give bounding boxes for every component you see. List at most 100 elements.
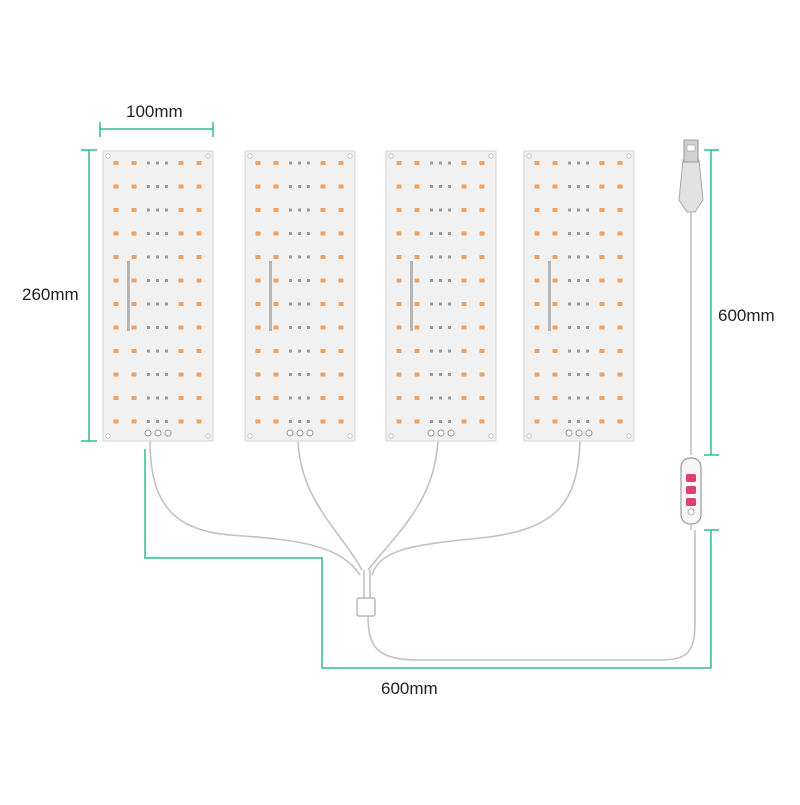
terminal-pad (427, 429, 435, 437)
led-chip (461, 231, 467, 236)
circuit-mark (307, 420, 310, 423)
led-chip (320, 184, 326, 189)
led-chip (178, 231, 184, 236)
circuit-mark (165, 396, 168, 400)
led-chip (396, 231, 402, 236)
circuit-mark (298, 349, 301, 353)
led-chip (534, 325, 540, 330)
led-chip (131, 184, 137, 189)
led-chip (338, 372, 344, 377)
led-chip (414, 419, 420, 424)
circuit-mark (577, 326, 580, 329)
led-chip (320, 325, 326, 330)
led-chip (131, 325, 137, 330)
circuit-mark (577, 302, 580, 306)
circuit-mark (147, 349, 150, 353)
led-chip (396, 349, 402, 353)
circuit-mark (156, 161, 159, 165)
circuit-mark (156, 255, 159, 259)
silkscreen-mark (410, 261, 413, 331)
panel-board (244, 150, 356, 442)
circuit-mark (147, 208, 150, 212)
circuit-mark (156, 420, 159, 423)
led-chip (338, 349, 344, 353)
silkscreen-mark (269, 261, 272, 331)
led-chip (396, 396, 402, 400)
led-chip (396, 419, 402, 424)
led-chip (461, 278, 467, 283)
circuit-mark (577, 185, 580, 188)
led-chip (255, 278, 261, 283)
circuit-mark (430, 279, 433, 282)
led-chip (479, 161, 485, 165)
led-chip (131, 419, 137, 424)
circuit-mark (165, 326, 168, 329)
circuit-mark (577, 396, 580, 400)
circuit-mark (156, 208, 159, 212)
led-chip (320, 231, 326, 236)
circuit-mark (586, 208, 589, 212)
circuit-mark (165, 232, 168, 235)
silkscreen-mark (127, 261, 130, 331)
circuit-mark (430, 326, 433, 329)
led-chip (617, 349, 623, 353)
circuit-mark (298, 420, 301, 423)
led-chip (479, 325, 485, 330)
led-chip (479, 372, 485, 377)
circuit-mark (289, 279, 292, 282)
led-chip (131, 372, 137, 377)
led-chip (479, 419, 485, 424)
circuit-mark (147, 161, 150, 165)
circuit-mark (156, 326, 159, 329)
led-chip (131, 161, 137, 165)
led-chip (617, 396, 623, 400)
led-chip (113, 208, 119, 212)
circuit-mark (307, 326, 310, 329)
led-chip (461, 419, 467, 424)
led-chip (479, 349, 485, 353)
mounting-hole (247, 433, 253, 439)
mounting-hole (488, 153, 494, 159)
circuit-mark (289, 420, 292, 423)
circuit-mark (586, 185, 589, 188)
led-chip (273, 255, 279, 259)
led-chip (534, 161, 540, 165)
led-chip (461, 372, 467, 377)
led-chip (131, 231, 137, 236)
led-chip (113, 231, 119, 236)
led-chip (599, 161, 605, 165)
led-chip (461, 184, 467, 189)
mounting-hole (105, 433, 111, 439)
led-chip (255, 419, 261, 424)
led-chip (552, 419, 558, 424)
led-chip (273, 419, 279, 424)
circuit-mark (289, 349, 292, 353)
led-chip (414, 255, 420, 259)
led-chip (599, 419, 605, 424)
led-chip (178, 349, 184, 353)
circuit-mark (298, 279, 301, 282)
led-chip (534, 302, 540, 306)
led-chip (396, 208, 402, 212)
led-chip (196, 161, 202, 165)
mounting-hole (626, 153, 632, 159)
circuit-mark (307, 161, 310, 165)
led-chip (131, 208, 137, 212)
led-chip (479, 302, 485, 306)
led-chip (131, 302, 137, 306)
terminal-pad (286, 429, 294, 437)
led-chip (414, 302, 420, 306)
circuit-mark (568, 208, 571, 212)
circuit-mark (586, 326, 589, 329)
circuit-mark (298, 326, 301, 329)
panel-height-label: 260mm (22, 285, 79, 304)
led-panel (385, 150, 497, 442)
led-chip (599, 231, 605, 236)
controller-button (686, 498, 696, 506)
circuit-mark (298, 208, 301, 212)
circuit-mark (448, 255, 451, 259)
circuit-mark (430, 255, 433, 259)
led-chip (320, 208, 326, 212)
terminal-pad (306, 429, 314, 437)
silkscreen-mark (548, 261, 551, 331)
